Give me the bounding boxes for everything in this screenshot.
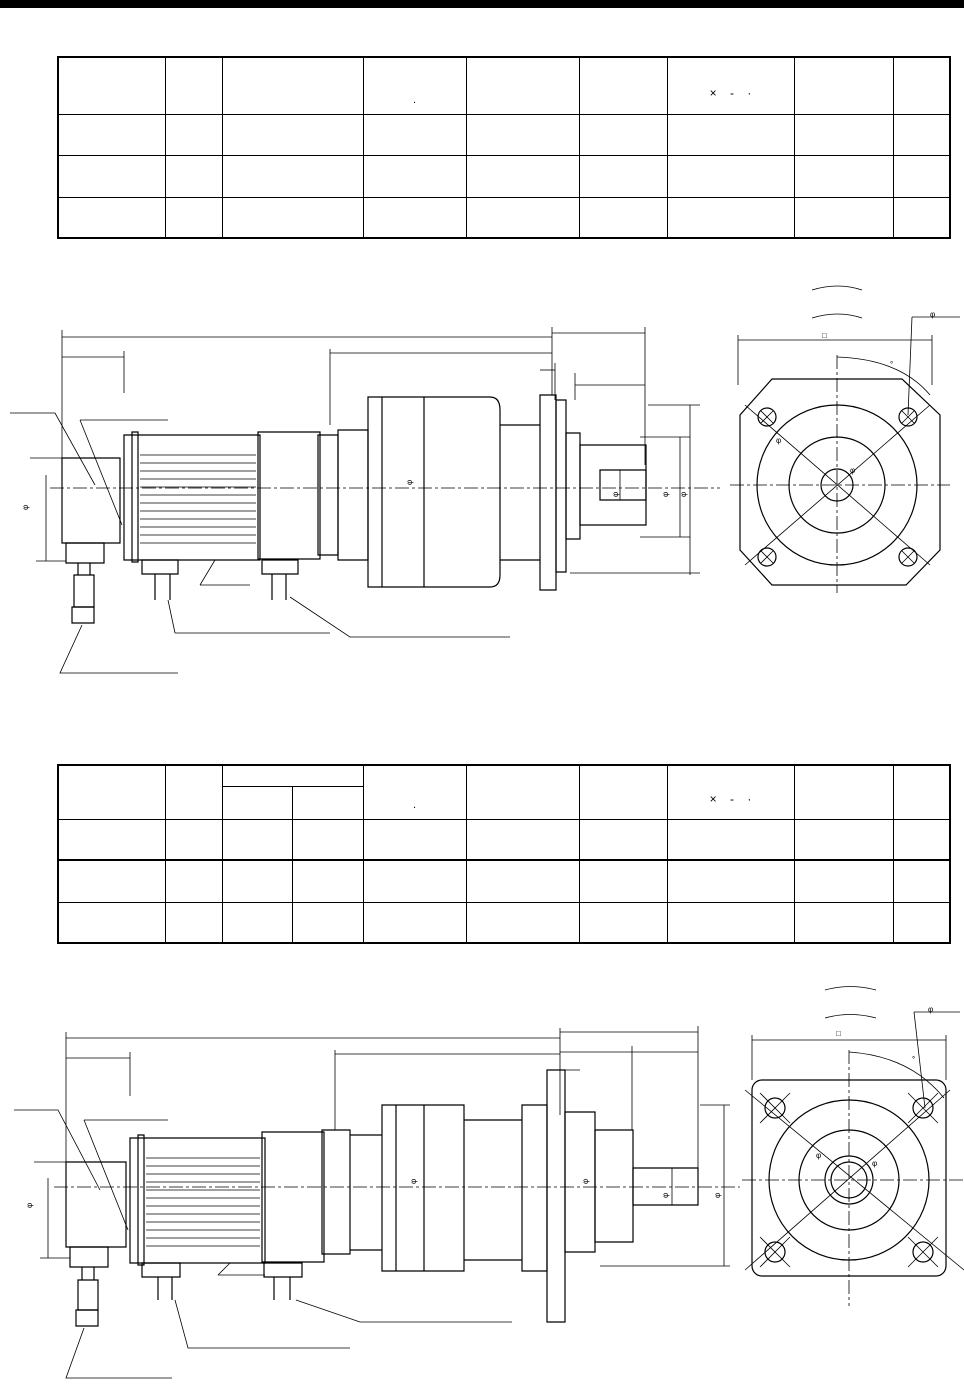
header-cell <box>221 56 364 115</box>
motor-drawing-2: φ φ φ φ φ □ φ ° φ φ <box>0 980 964 1384</box>
motor-drawing-1: φ φ φ φ φ □ φ ° φ φ <box>0 275 964 695</box>
diameter-label: φ <box>661 1193 670 1198</box>
diameter-label: φ <box>405 480 414 485</box>
header-cell <box>164 56 223 115</box>
square-label: □ <box>836 1029 841 1038</box>
spec-table-2: . × - · <box>57 764 951 944</box>
diameter-label: φ <box>816 1151 821 1160</box>
header-cell <box>578 764 668 820</box>
spec-table-1: . × - · <box>57 56 951 239</box>
dot-mark: · <box>747 85 752 100</box>
diameter-label: φ <box>928 1005 933 1014</box>
diameter-label: φ <box>25 1203 34 1208</box>
square-label: □ <box>822 331 827 340</box>
diameter-label: φ <box>930 310 935 319</box>
diameter-label: φ <box>581 1179 590 1184</box>
header-cell <box>465 764 580 820</box>
diameter-label: φ <box>679 492 688 497</box>
header-cell <box>57 764 166 820</box>
dash-mark: - <box>730 792 734 807</box>
header-cell <box>793 56 894 115</box>
cross-mark: × <box>709 85 717 100</box>
header-cell <box>465 56 580 115</box>
header-cell <box>57 56 166 115</box>
header-cell: × - · <box>666 56 795 115</box>
header-cell <box>793 764 894 820</box>
header-cell: . <box>362 56 467 115</box>
top-rule <box>0 0 964 8</box>
dot-mark: · <box>747 792 752 807</box>
header-cell <box>164 764 223 820</box>
diameter-label: φ <box>21 505 30 510</box>
diameter-label: φ <box>661 492 670 497</box>
dot-mark: . <box>412 93 417 106</box>
diameter-label: φ <box>611 492 620 497</box>
dash-mark: - <box>730 85 734 100</box>
header-cell: × - · <box>666 764 795 820</box>
header-cell <box>892 56 951 115</box>
header-cell <box>221 764 364 787</box>
diameter-label: φ <box>713 1193 722 1198</box>
diameter-label: φ <box>850 466 855 475</box>
cross-mark: × <box>709 792 717 807</box>
diameter-label: φ <box>776 436 781 445</box>
diameter-label: φ <box>409 1179 418 1184</box>
diameter-label: φ <box>872 1159 877 1168</box>
header-cell: . <box>362 764 467 820</box>
header-cell <box>892 764 951 820</box>
dot-mark: . <box>412 798 417 811</box>
header-cell <box>578 56 668 115</box>
degree-label: ° <box>890 360 893 369</box>
degree-label: ° <box>912 1055 915 1064</box>
